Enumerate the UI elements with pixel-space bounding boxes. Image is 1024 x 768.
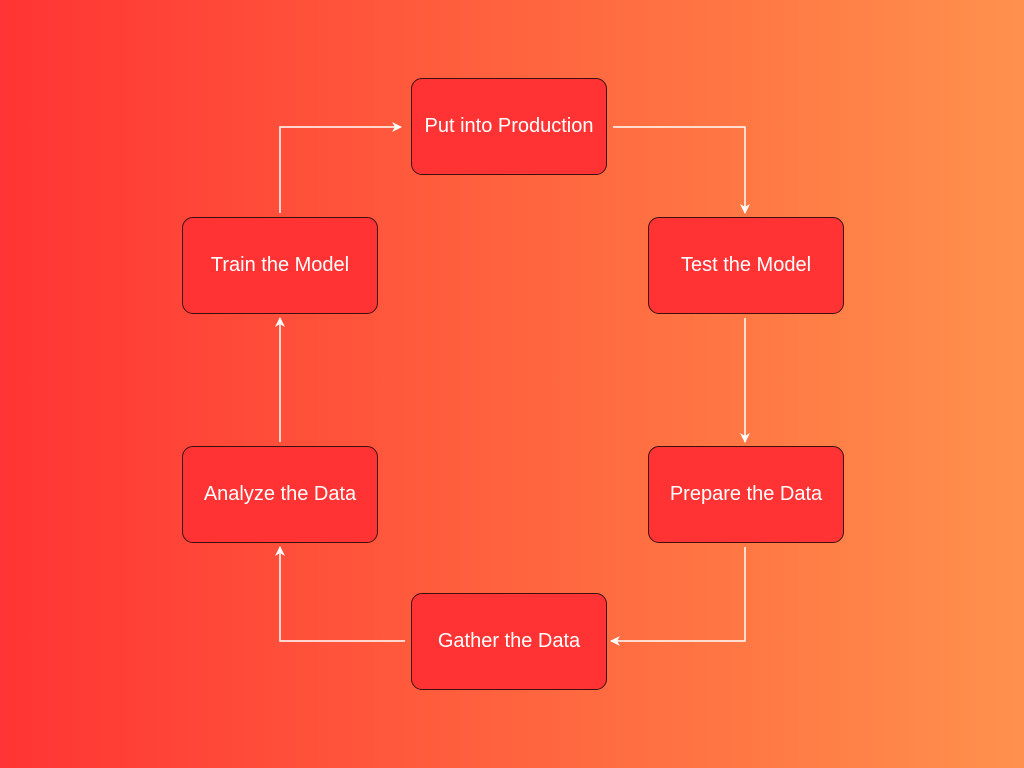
node-test-the-model: Test the Model [648,217,844,314]
node-label-test: Test the Model [680,254,812,276]
node-label-train: Train the Model [210,254,350,276]
node-analyze-the-data: Analyze the Data [182,446,378,543]
edge-train-to-production [279,122,402,213]
node-put-into-production: Put into Production [411,78,607,175]
edge-gather-to-analyze [275,546,405,642]
node-train-the-model: Train the Model [182,217,378,314]
node-label-gather: Gather the Data [437,630,581,652]
node-prepare-the-data: Prepare the Data [648,446,844,543]
edge-production-to-test [613,126,750,214]
node-gather-the-data: Gather the Data [411,593,607,690]
node-label-analyze: Analyze the Data [203,483,357,505]
node-label-prepare: Prepare the Data [669,483,823,505]
edge-prepare-to-gather [610,547,746,646]
node-label-production: Put into Production [424,115,594,137]
